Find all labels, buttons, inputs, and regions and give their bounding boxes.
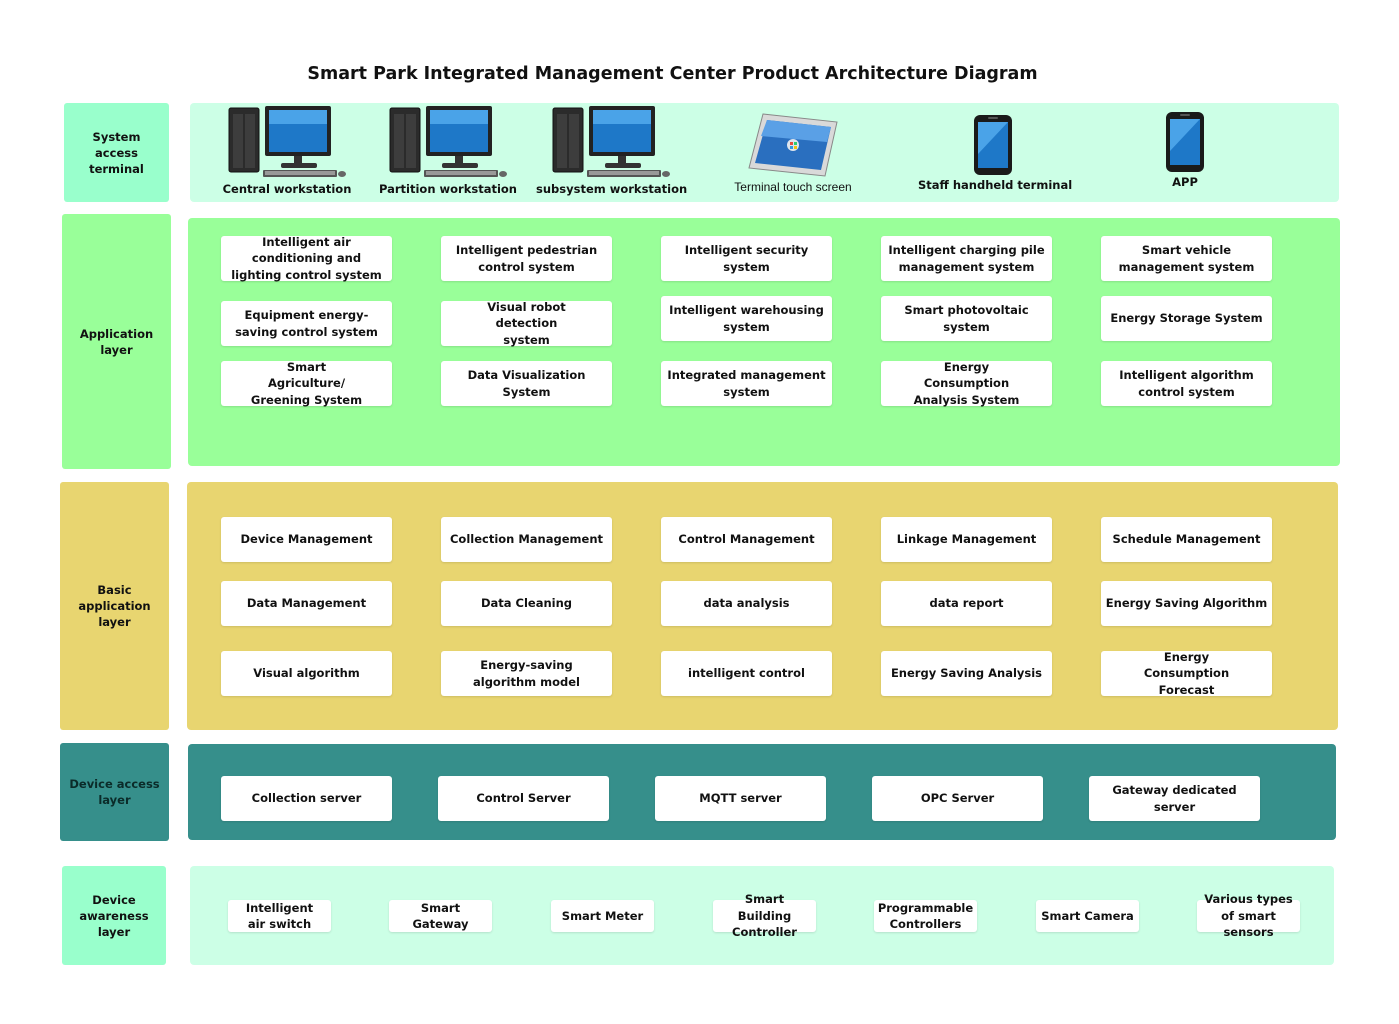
sensor-box: Smart Gateway	[389, 900, 492, 932]
basic-box: Collection Management	[441, 517, 612, 562]
server-box: Gateway dedicated server	[1089, 776, 1260, 821]
app-box: Integrated management system	[661, 361, 832, 406]
basic-box: Energy-saving algorithm model	[441, 651, 612, 696]
device-caption: subsystem workstation	[536, 182, 688, 196]
app-box: Intelligent charging pile management sys…	[881, 236, 1052, 281]
sensor-box: Programmable Controllers	[874, 900, 977, 932]
device-partition-workstation: Partition workstation	[373, 106, 523, 196]
app-box: Energy Consumption Analysis System	[881, 360, 1052, 407]
layer-label-application: Application layer	[62, 214, 171, 469]
app-box: Visual robot detection system	[441, 300, 612, 347]
device-caption: Terminal touch screen	[734, 180, 852, 194]
basic-box: Schedule Management	[1101, 517, 1272, 562]
layer-label-device-access: Device access layer	[60, 743, 169, 841]
desktop-computer-icon	[228, 106, 346, 177]
server-box: OPC Server	[872, 776, 1043, 821]
layer-label-awareness: Device awareness layer	[62, 866, 166, 965]
tablet-icon	[748, 113, 838, 177]
app-box: Intelligent algorithm control system	[1101, 361, 1272, 406]
sensor-box: Intelligent air switch	[228, 900, 331, 932]
layer-label-terminal: System access terminal	[64, 103, 169, 202]
sensor-box: Smart Camera	[1036, 900, 1139, 932]
basic-box: data report	[881, 581, 1052, 626]
basic-box: Device Management	[221, 517, 392, 562]
device-subsystem-workstation: subsystem workstation	[536, 106, 688, 196]
basic-box: Energy Consumption Forecast	[1101, 650, 1272, 697]
sensor-box: Smart Building Controller	[713, 892, 816, 939]
basic-box: Energy Saving Analysis	[881, 651, 1052, 696]
app-box: Intelligent pedestrian control system	[441, 236, 612, 281]
server-box: MQTT server	[655, 776, 826, 821]
app-box: Smart photovoltaic system	[881, 296, 1052, 341]
basic-box: Linkage Management	[881, 517, 1052, 562]
server-box: Collection server	[221, 776, 392, 821]
device-caption: APP	[1172, 175, 1198, 189]
app-box: Data Visualization System	[441, 361, 612, 406]
device-terminal-touch-screen: Terminal touch screen	[718, 112, 868, 194]
basic-box: Data Management	[221, 581, 392, 626]
device-staff-handheld-terminal: Staff handheld terminal	[918, 114, 1073, 192]
desktop-computer-icon	[389, 106, 507, 177]
device-caption: Central workstation	[222, 182, 352, 196]
device-caption: Staff handheld terminal	[918, 178, 1073, 192]
device-app: APP	[1110, 111, 1260, 189]
desktop-computer-icon	[552, 106, 670, 177]
basic-box: Visual algorithm	[221, 651, 392, 696]
device-central-workstation: Central workstation	[212, 106, 362, 196]
sensor-box: Smart Meter	[551, 900, 654, 932]
smartphone-icon	[974, 115, 1012, 175]
diagram-title: Smart Park Integrated Management Center …	[307, 64, 1038, 84]
app-box: Intelligent warehousing system	[661, 296, 832, 341]
basic-box: intelligent control	[661, 651, 832, 696]
app-box: Energy Storage System	[1101, 296, 1272, 341]
basic-box: data analysis	[661, 581, 832, 626]
layer-label-basic: Basic application layer	[60, 482, 169, 730]
app-box: Intelligent security system	[661, 236, 832, 281]
smartphone-icon	[1166, 112, 1204, 172]
app-box: Equipment energy-saving control system	[221, 301, 392, 346]
basic-box: Data Cleaning	[441, 581, 612, 626]
basic-box: Control Management	[661, 517, 832, 562]
device-caption: Partition workstation	[379, 182, 517, 196]
basic-box: Energy Saving Algorithm	[1101, 581, 1272, 626]
app-box: Smart Agriculture/ Greening System	[221, 360, 392, 407]
app-box: Smart vehicle management system	[1101, 236, 1272, 281]
sensor-box: Various types of smart sensors	[1197, 892, 1300, 939]
app-box: Intelligent air conditioning and lightin…	[221, 235, 392, 282]
server-box: Control Server	[438, 776, 609, 821]
